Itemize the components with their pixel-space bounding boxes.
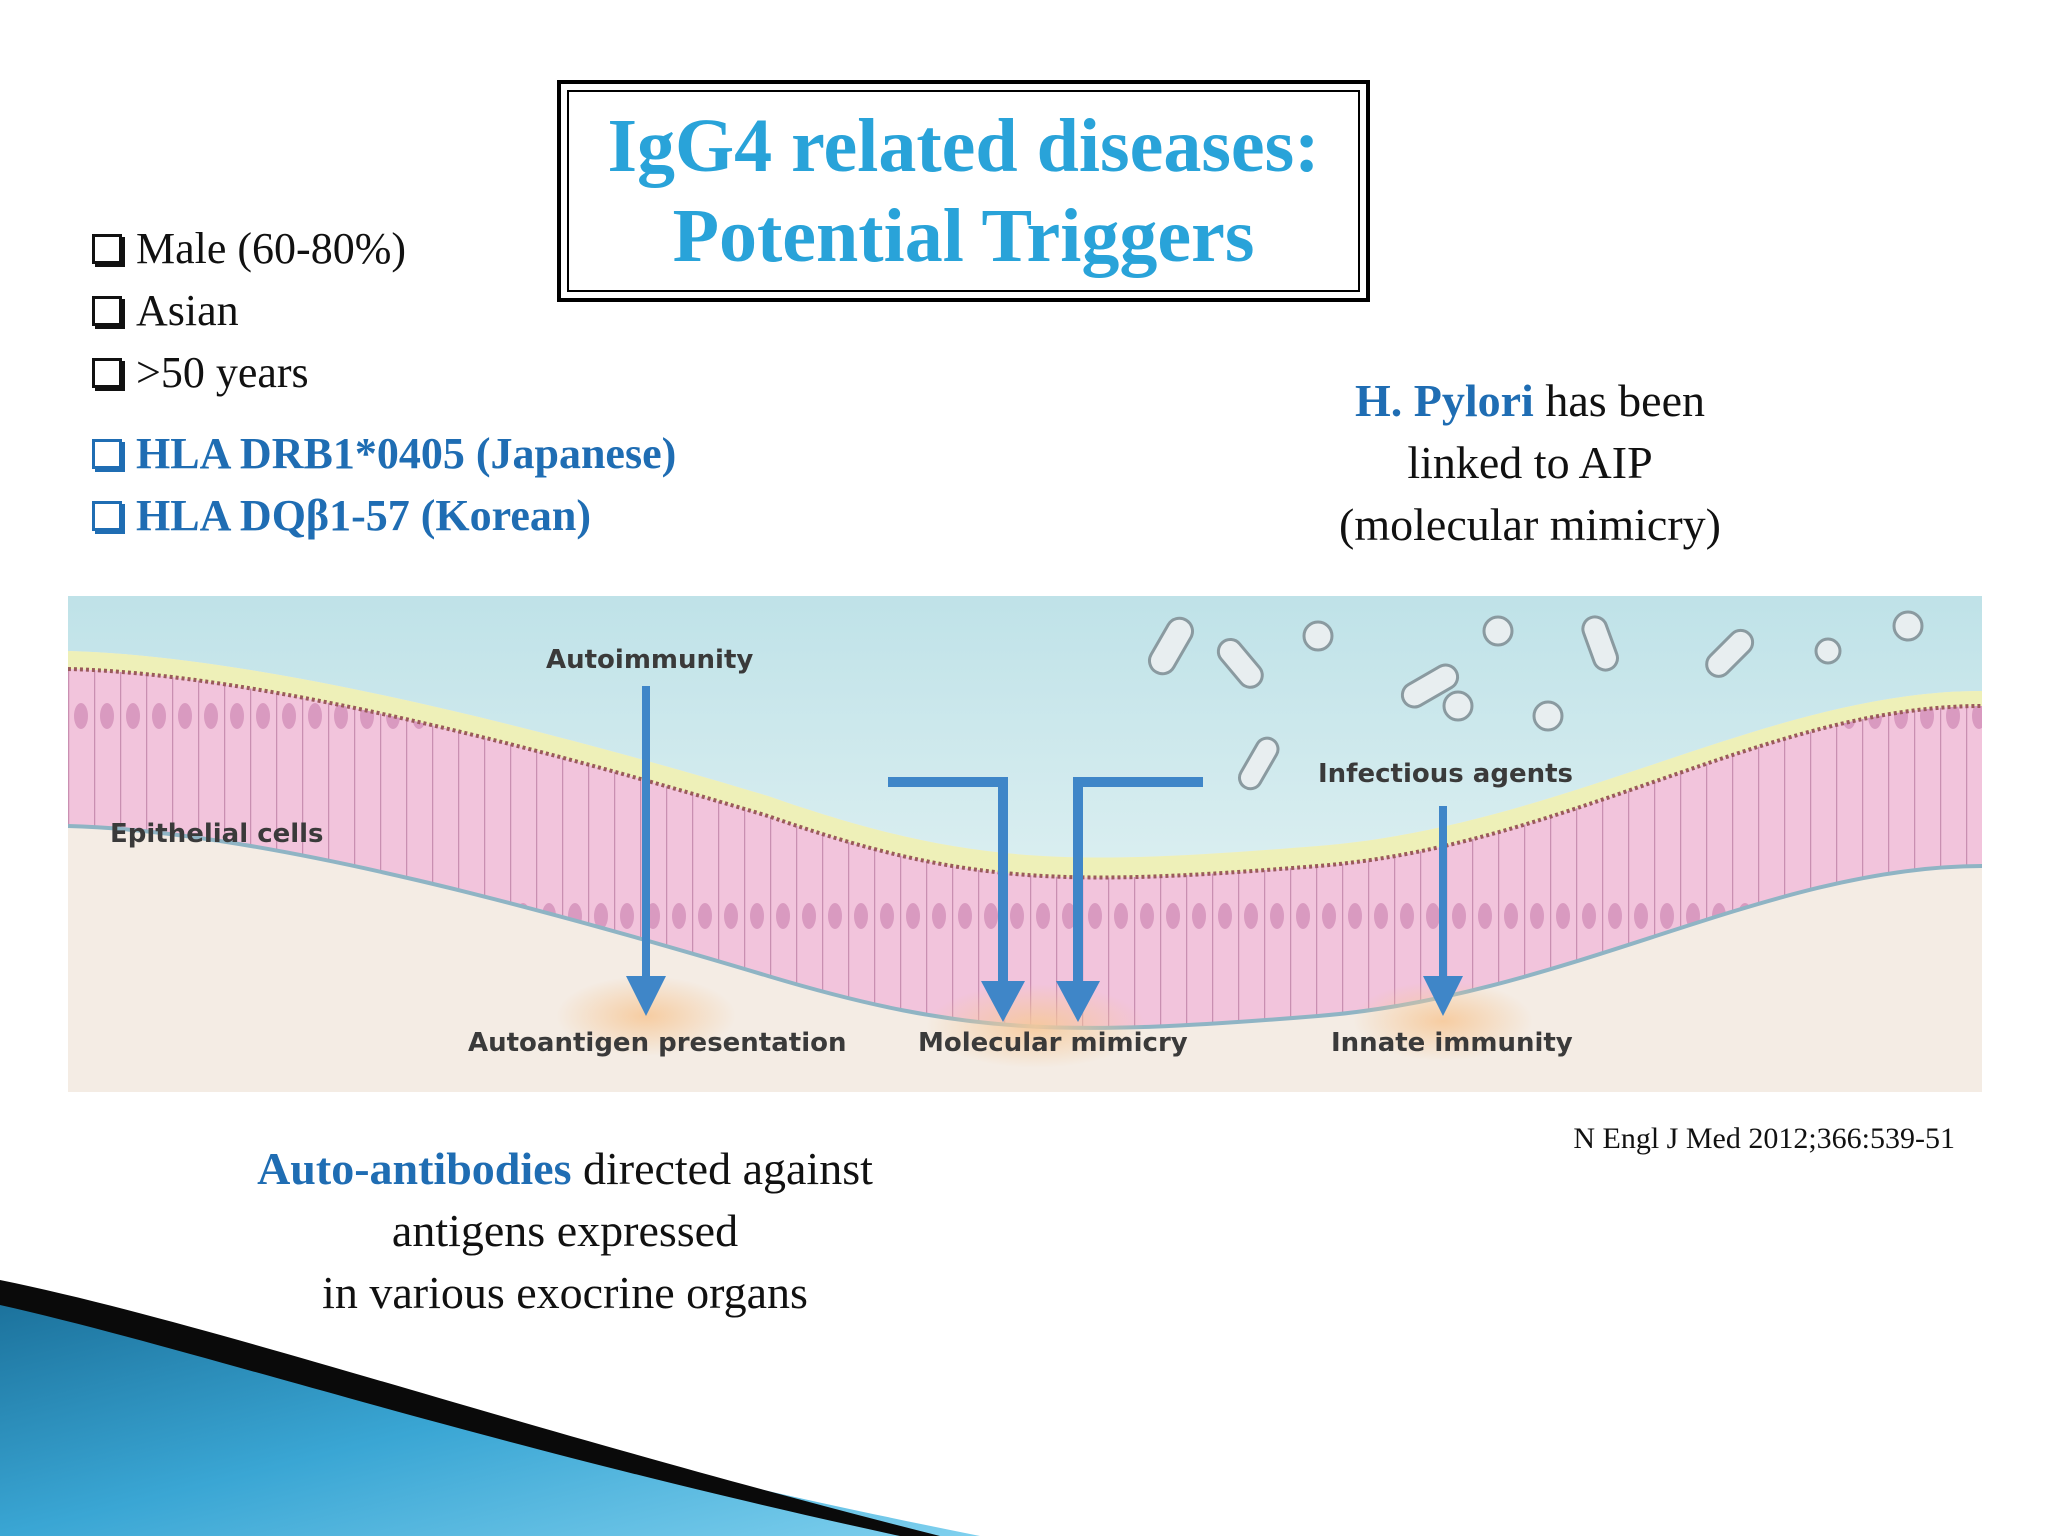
checkbox-bullet-icon <box>92 234 122 264</box>
epithelial-cell-layer <box>68 669 1982 1028</box>
title-inner-border: IgG4 related diseases: Potential Trigger… <box>567 90 1360 292</box>
mimicry-glow <box>926 984 1146 1068</box>
checkbox-bullet-icon <box>92 501 122 531</box>
decorative-corner-swoosh <box>0 1280 980 1536</box>
h-pylori-line1: H. Pylori has been <box>1240 370 1820 432</box>
label-innate-immunity: Innate immunity <box>1331 1028 1573 1058</box>
mimicry-arrow-right <box>1056 777 1203 1022</box>
slide-title-line1: IgG4 related diseases: <box>607 104 1320 188</box>
auto-antibodies-line3: in various exocrine organs <box>322 1267 808 1318</box>
innate-glow <box>1353 981 1533 1061</box>
innate-immunity-arrow <box>1423 806 1463 1016</box>
mucus-layer <box>68 651 1982 878</box>
auto-antibodies-note: Auto-antibodies directed against antigen… <box>190 1138 940 1324</box>
risk-factor-text: Asian <box>136 286 239 335</box>
genetic-factor-text: HLA DRB1*0405 (Japanese) <box>136 429 677 478</box>
auto-antibodies-highlight: Auto-antibodies <box>257 1143 572 1194</box>
auto-antibodies-rest: directed against <box>571 1143 873 1194</box>
risk-factor-item: Male (60-80%) <box>92 218 406 280</box>
h-pylori-highlight: H. Pylori <box>1354 375 1534 426</box>
h-pylori-rest: has been <box>1533 375 1705 426</box>
h-pylori-line2: linked to AIP <box>1407 437 1653 488</box>
swoosh-black <box>0 1280 940 1536</box>
genetic-factor-item: HLA DRB1*0405 (Japanese) <box>92 423 676 485</box>
label-autoantigen-presentation: Autoantigen presentation <box>468 1028 847 1058</box>
lumen-area <box>68 596 1982 858</box>
brush-border <box>68 667 1982 880</box>
risk-factor-text: >50 years <box>136 348 309 397</box>
risk-factor-item: >50 years <box>92 342 406 404</box>
h-pylori-note: H. Pylori has been linked to AIP (molecu… <box>1240 370 1820 556</box>
label-molecular-mimicry: Molecular mimicry <box>918 1028 1188 1058</box>
swoosh-blue <box>0 1290 980 1536</box>
checkbox-bullet-icon <box>92 439 122 469</box>
epithelium-diagram: Autoimmunity Epithelial cells Infectious… <box>68 596 1982 1092</box>
auto-antibodies-line2: antigens expressed <box>391 1205 739 1256</box>
checkbox-bullet-icon <box>92 296 122 326</box>
label-epithelial-cells: Epithelial cells <box>110 819 324 849</box>
genetic-factor-item: HLA DQβ1-57 (Korean) <box>92 485 676 547</box>
risk-factor-list: Male (60-80%) Asian >50 years <box>92 218 406 404</box>
risk-factor-text: Male (60-80%) <box>136 224 407 273</box>
genetic-factor-list: HLA DRB1*0405 (Japanese) HLA DQβ1-57 (Ko… <box>92 423 676 547</box>
label-infectious-agents: Infectious agents <box>1318 759 1573 789</box>
mimicry-arrow-left <box>888 777 1025 1022</box>
label-autoimmunity: Autoimmunity <box>546 645 753 675</box>
h-pylori-line3: (molecular mimicry) <box>1339 499 1721 550</box>
genetic-factor-text: HLA DQβ1-57 (Korean) <box>136 491 592 540</box>
auto-antibodies-line1: Auto-antibodies directed against <box>190 1138 940 1200</box>
infectious-agents-cluster <box>1148 610 1924 791</box>
slide-title-line2: Potential Triggers <box>672 194 1255 278</box>
autoimmunity-arrow <box>626 686 666 1016</box>
risk-factor-item: Asian <box>92 280 406 342</box>
citation: N Engl J Med 2012;366:539-51 <box>1573 1122 1955 1155</box>
checkbox-bullet-icon <box>92 358 122 388</box>
title-box: IgG4 related diseases: Potential Trigger… <box>557 80 1370 302</box>
